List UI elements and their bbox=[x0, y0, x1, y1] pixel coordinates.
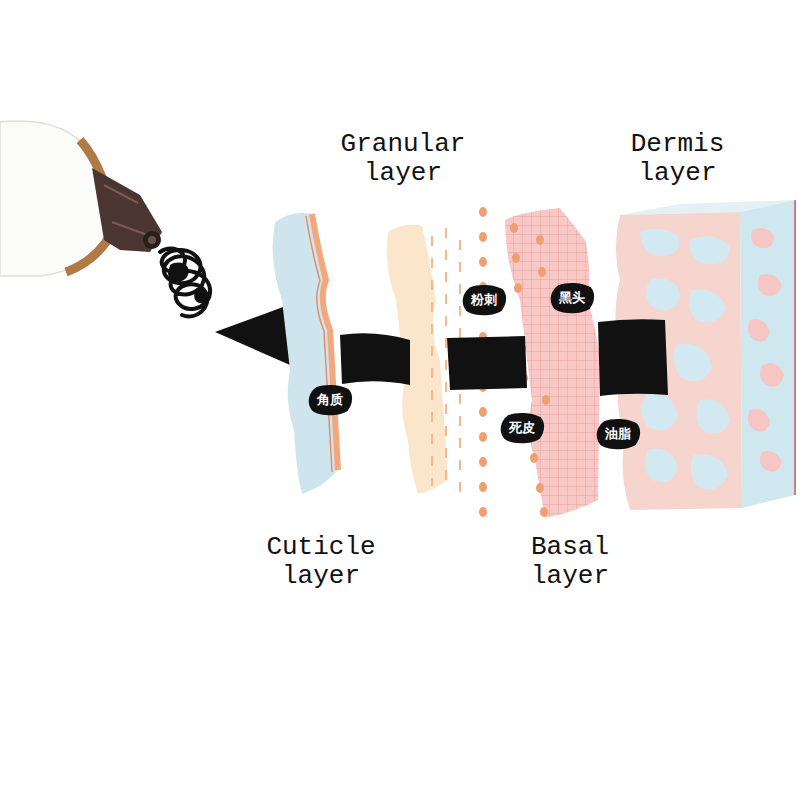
arrow-shaft bbox=[340, 333, 410, 385]
cuticle-slab bbox=[273, 213, 338, 494]
blob-fill bbox=[309, 385, 352, 415]
layer-label: Cuticle layer bbox=[246, 533, 396, 591]
blob-fill bbox=[501, 413, 544, 443]
acne-blob: 油脂 bbox=[595, 418, 641, 450]
blob-text: 角质 bbox=[317, 392, 343, 408]
blob-text: 死皮 bbox=[509, 420, 535, 436]
blob-fill bbox=[597, 419, 640, 449]
dermis-edge bbox=[794, 200, 796, 495]
acne-blob: 死皮 bbox=[499, 412, 545, 444]
acne-blob: 粉刺 bbox=[461, 284, 507, 316]
arrow-shaft bbox=[447, 336, 527, 390]
layer-label: Basal layer bbox=[515, 533, 625, 591]
nozzle-highlight bbox=[104, 185, 150, 236]
device-nozzle bbox=[92, 168, 162, 252]
blob-text: 粉刺 bbox=[471, 292, 497, 308]
blob-fill bbox=[463, 285, 506, 315]
blob-text: 黑头 bbox=[559, 290, 585, 306]
smoke-fill bbox=[168, 263, 208, 304]
dermis-side bbox=[740, 200, 795, 508]
acne-blob: 角质 bbox=[307, 384, 353, 416]
layer-label: Dermis layer bbox=[615, 130, 740, 188]
layer-label: Granular layer bbox=[328, 130, 478, 188]
blackhead-smoke bbox=[160, 249, 210, 317]
nozzle-tip bbox=[143, 231, 161, 249]
arrow-shaft bbox=[598, 319, 668, 396]
acne-blob: 黑头 bbox=[549, 282, 595, 314]
blob-fill bbox=[551, 283, 594, 313]
nozzle-hole bbox=[148, 236, 156, 244]
blob-text: 油脂 bbox=[605, 426, 631, 442]
cuticle-edge-line bbox=[306, 216, 332, 472]
dermis-side-cells bbox=[748, 228, 784, 472]
